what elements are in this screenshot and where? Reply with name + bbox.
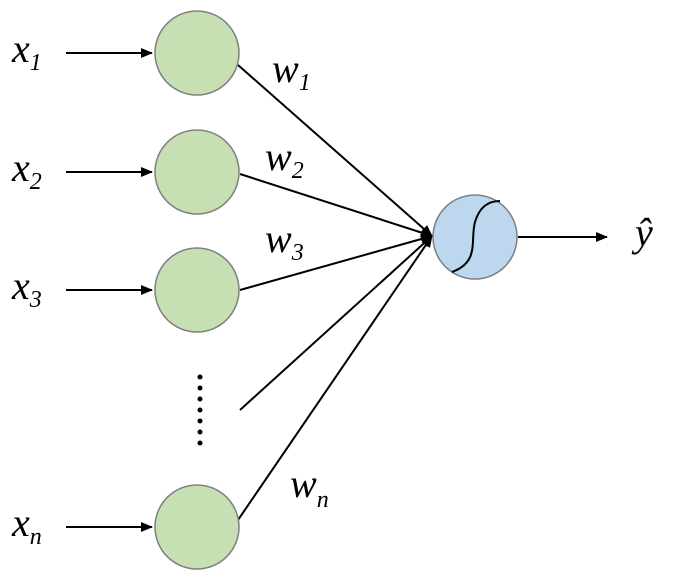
weight-label-1: w1 <box>272 46 311 96</box>
input-node-1 <box>154 10 240 96</box>
weight-edge-ellipsis <box>239 235 433 411</box>
weight-edge-3 <box>239 234 433 291</box>
output-label: ŷ <box>631 210 653 255</box>
output-node <box>432 194 518 280</box>
input-label-3: x3 <box>11 263 42 313</box>
input-label-1: x1 <box>11 26 42 76</box>
input-node-3 <box>154 247 240 333</box>
input-label-2: x2 <box>11 145 42 195</box>
weight-edge-2 <box>239 173 433 238</box>
input-label-n: xn <box>11 500 42 550</box>
weight-label-2: w2 <box>265 134 304 184</box>
weight-label-3: w3 <box>265 216 304 266</box>
sigmoid-icon <box>451 200 501 273</box>
input-node-2 <box>154 129 240 215</box>
ellipsis-dots <box>197 374 203 446</box>
weight-label-n: wn <box>290 461 329 513</box>
input-node-n <box>154 484 240 570</box>
weight-edge-n <box>237 235 433 521</box>
weight-edge-1 <box>237 64 433 237</box>
